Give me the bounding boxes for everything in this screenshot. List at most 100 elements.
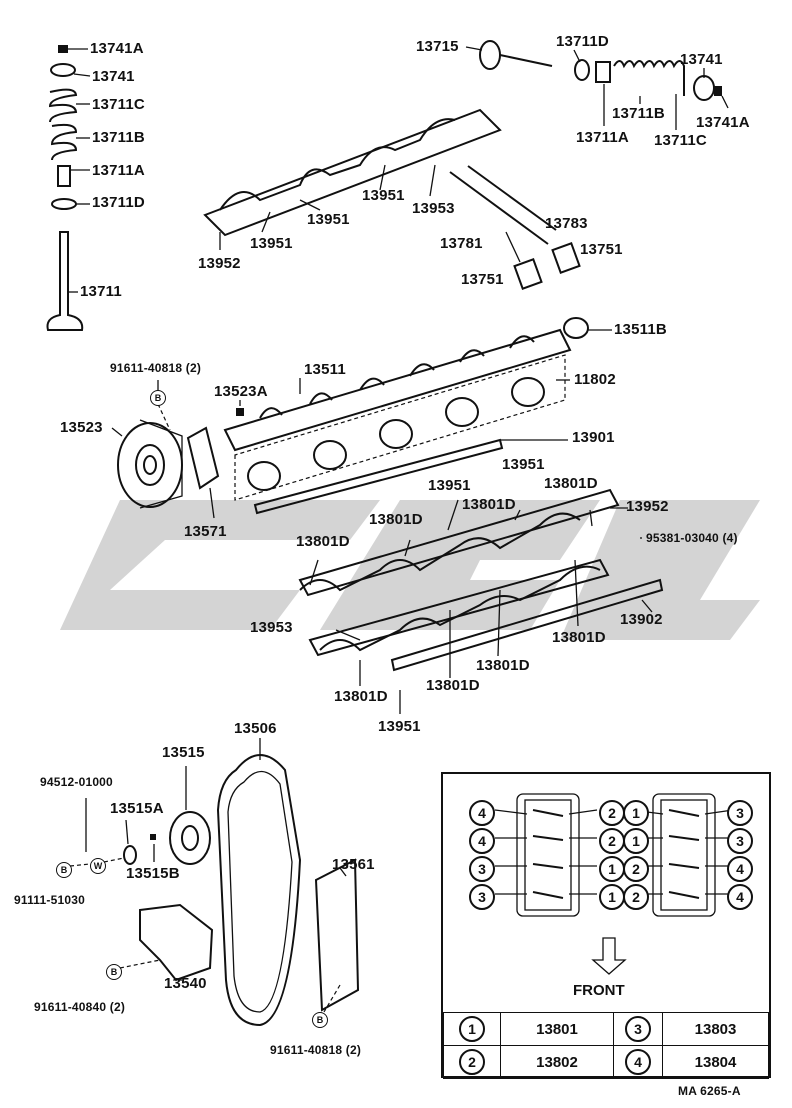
part-label: 13711C [92,96,145,113]
table-cell: 2 [443,1045,501,1079]
part-label: 13801D [476,657,530,674]
legend-symbol-2: 2 [599,828,625,854]
part-label: 13741 [92,68,135,85]
part-label: 13711D [92,194,145,211]
valve-assembly-left [46,45,91,331]
table-cell: 13803 [662,1012,769,1046]
legend-symbol-2: 2 [599,800,625,826]
part-label: 13515A [110,800,164,817]
legend-symbol-3: 3 [469,884,495,910]
drive-gear [69,766,211,867]
part-label: 13506 [234,720,277,737]
part-label: 13751 [580,241,623,258]
legend-symbol-4: 4 [469,800,495,826]
upper-rocker-assembly [203,108,581,290]
part-label: 94512-01000 [40,775,113,789]
part-label: 13951 [378,718,421,735]
part-label: 13511 [304,361,346,378]
part-label: 13781 [440,235,483,252]
bolt-b-badge: B [312,1012,328,1028]
legend-symbol-1: 1 [599,856,625,882]
part-label: 13902 [620,611,663,628]
timing-chain [216,738,302,1027]
part-label: 13801D [369,511,423,528]
bolt-b-badge: B [56,862,72,878]
part-label: 13571 [184,523,227,540]
part-label: 13515B [126,865,180,882]
legend-symbol-1: 1 [599,884,625,910]
part-label: 13751 [461,271,504,288]
legend-symbol-2: 2 [623,884,649,910]
legend-table: 1 13801 3 13803 2 13802 4 13804 [443,1012,769,1079]
legend-symbol: 4 [625,1049,651,1075]
part-label: 13951 [250,235,293,252]
chain-guide [119,858,360,1013]
part-label: 13801D [296,533,350,550]
legend-artwork [494,793,734,975]
part-label: 13801D [462,496,516,513]
part-label: 13540 [164,975,207,992]
legend-symbol-1: 1 [623,828,649,854]
rocker-arm-legend: 4 4 3 3 2 2 1 1 1 1 2 2 3 3 4 4 FRONT 1 … [441,772,771,1079]
part-label: 13523A [214,383,268,400]
part-label: 11802 [574,371,616,388]
table-cell: 1 [443,1012,501,1046]
part-label: 13951 [307,211,350,228]
legend-symbol-2: 2 [623,856,649,882]
part-label: 13711A [576,129,629,146]
table-cell: 13801 [500,1012,614,1046]
part-label: 13741A [90,40,144,57]
part-label: 13953 [250,619,293,636]
part-label: 13711C [654,132,707,149]
legend-symbol: 2 [459,1049,485,1075]
bolt-b-badge: B [150,390,166,406]
part-label: 13715 [416,38,459,55]
part-label: 13523 [60,419,103,436]
camshaft-housing [234,354,570,515]
table-cell: 13802 [500,1045,614,1079]
legend-symbol-3: 3 [727,800,753,826]
cam-pulley [111,400,244,519]
valve-assembly-right [465,40,729,130]
camshaft [157,317,612,452]
lower-rocker-assembly [298,488,664,714]
washer-w-badge: W [90,858,106,874]
part-label: 13561 [332,856,375,873]
legend-symbol-1: 1 [623,800,649,826]
table-row: 2 13802 4 13804 [443,1045,769,1079]
table-cell: 13804 [662,1045,769,1079]
part-label: 13801D [544,475,598,492]
legend-symbol-4: 4 [727,856,753,882]
bolt-b-badge: B [106,964,122,980]
part-label: 91611-40818 (2) [270,1043,362,1057]
part-label: 91611-40818 (2) [110,361,202,375]
part-label: 13511B [614,321,667,338]
part-label: 13515 [162,744,205,761]
part-label: 13711B [612,105,665,122]
part-label: 13741A [696,114,750,131]
part-label: 13951 [502,456,545,473]
part-label: 13953 [412,200,455,217]
part-label: 91111-51030 [14,893,85,907]
part-label: 13801D [426,677,480,694]
part-label: 13801D [552,629,606,646]
diagram-code: MA 6265-A [678,1084,741,1098]
part-label: 13711D [556,33,609,50]
part-label: 13952 [198,255,241,272]
legend-symbol: 1 [459,1016,485,1042]
table-row: 1 13801 3 13803 [443,1012,769,1046]
part-label: 13741 [680,51,723,68]
part-label: 13711A [92,162,145,179]
legend-symbol: 3 [625,1016,651,1042]
part-label: 91611-40840 (2) [34,1000,126,1014]
table-cell: 3 [613,1012,663,1046]
part-label: 95381-03040 (4) [646,531,738,545]
legend-symbol-4: 4 [727,884,753,910]
table-cell: 4 [613,1045,663,1079]
part-label: 13783 [545,215,588,232]
legend-symbol-3: 3 [469,856,495,882]
part-label: 13801D [334,688,388,705]
front-label: FRONT [573,982,625,999]
